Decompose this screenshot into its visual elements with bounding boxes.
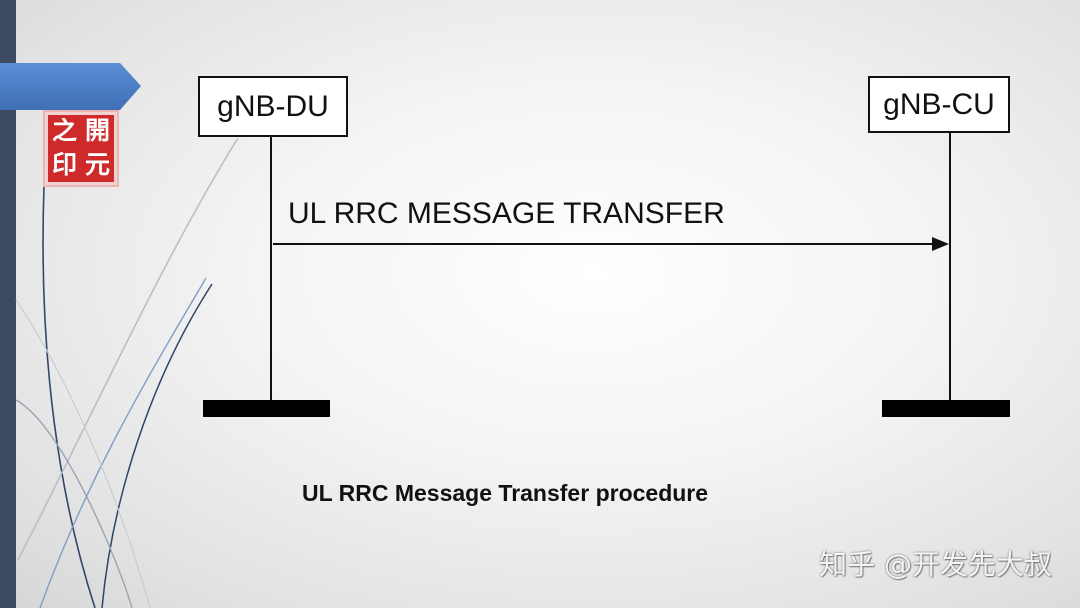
decorative-curve bbox=[39, 277, 207, 608]
entity-label: gNB-DU bbox=[217, 89, 329, 123]
decorative-curve bbox=[15, 299, 151, 608]
decorative-curve bbox=[17, 137, 239, 561]
lifeline-end-bar-gnb-cu bbox=[882, 400, 1010, 417]
decorative-curve bbox=[42, 185, 96, 608]
entity-box-gnb-cu: gNB-CU bbox=[868, 76, 1010, 133]
watermark: 知乎 @开发先大叔 bbox=[819, 548, 1052, 581]
left-accent-stripe bbox=[0, 0, 16, 608]
entity-label: gNB-CU bbox=[883, 87, 995, 121]
decorative-curve bbox=[101, 283, 213, 608]
seal-char: 元 bbox=[84, 149, 110, 179]
entity-box-gnb-du: gNB-DU bbox=[198, 76, 348, 137]
seal-char: 印 bbox=[51, 149, 77, 179]
decorative-curve bbox=[15, 399, 133, 608]
seal-char: 之 bbox=[51, 116, 77, 145]
seal-char: 開 bbox=[84, 116, 110, 145]
seal-logo: 之 開 印 元 bbox=[45, 112, 117, 185]
blue-banner-arrow bbox=[0, 63, 141, 110]
diagram-caption: UL RRC Message Transfer procedure bbox=[302, 480, 709, 506]
lifeline-end-bar-gnb-du bbox=[203, 400, 330, 417]
message-label: UL RRC MESSAGE TRANSFER bbox=[288, 197, 725, 230]
message-arrowhead bbox=[932, 237, 949, 251]
